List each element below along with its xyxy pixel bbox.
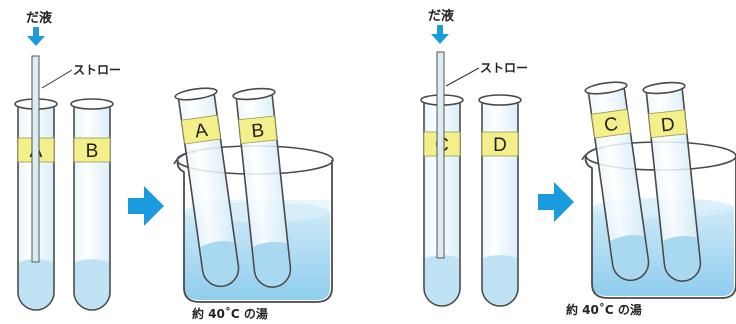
saliva-down-arrow-icon	[431, 25, 449, 44]
saliva-label: だ液	[26, 10, 52, 26]
saliva-label: だ液	[428, 8, 454, 24]
straw-label: ストロー	[480, 61, 528, 75]
beaker-tube-label-d: D	[660, 114, 676, 136]
process-arrow-icon	[128, 186, 164, 226]
test-tube-c: C	[420, 51, 464, 307]
beaker-tube-c: C	[584, 81, 650, 282]
test-tube-d: D	[478, 94, 522, 307]
saliva-down-arrow-icon	[27, 27, 45, 46]
beaker-tube-b: B	[232, 87, 292, 288]
straw-leader-line	[41, 69, 73, 89]
left-panel: だ液 ストロー A B	[14, 10, 334, 321]
tube-label-band	[73, 137, 111, 163]
beaker-tube-label-a: A	[193, 120, 209, 143]
tube-label-d: D	[493, 135, 507, 156]
process-arrow-icon	[538, 182, 574, 222]
straw-leader-line	[445, 67, 480, 87]
beaker-tube-d: D	[642, 81, 702, 282]
tube-label-band	[481, 131, 519, 157]
beaker-tube-a: A	[174, 87, 240, 288]
right-panel: だ液 ストロー C D	[420, 8, 736, 317]
water-temperature-label: 約 40˚C の湯	[192, 306, 268, 321]
straw-label: ストロー	[73, 63, 121, 77]
test-tube-a: A	[14, 55, 58, 311]
straw	[436, 51, 445, 259]
water-temperature-label: 約 40˚C の湯	[566, 302, 642, 317]
tube-label-b: B	[86, 141, 99, 162]
straw	[31, 55, 40, 263]
test-tube-b: B	[70, 98, 114, 311]
beaker-tube-label-c: C	[603, 114, 620, 137]
beaker-tube-label-b: B	[251, 120, 266, 142]
